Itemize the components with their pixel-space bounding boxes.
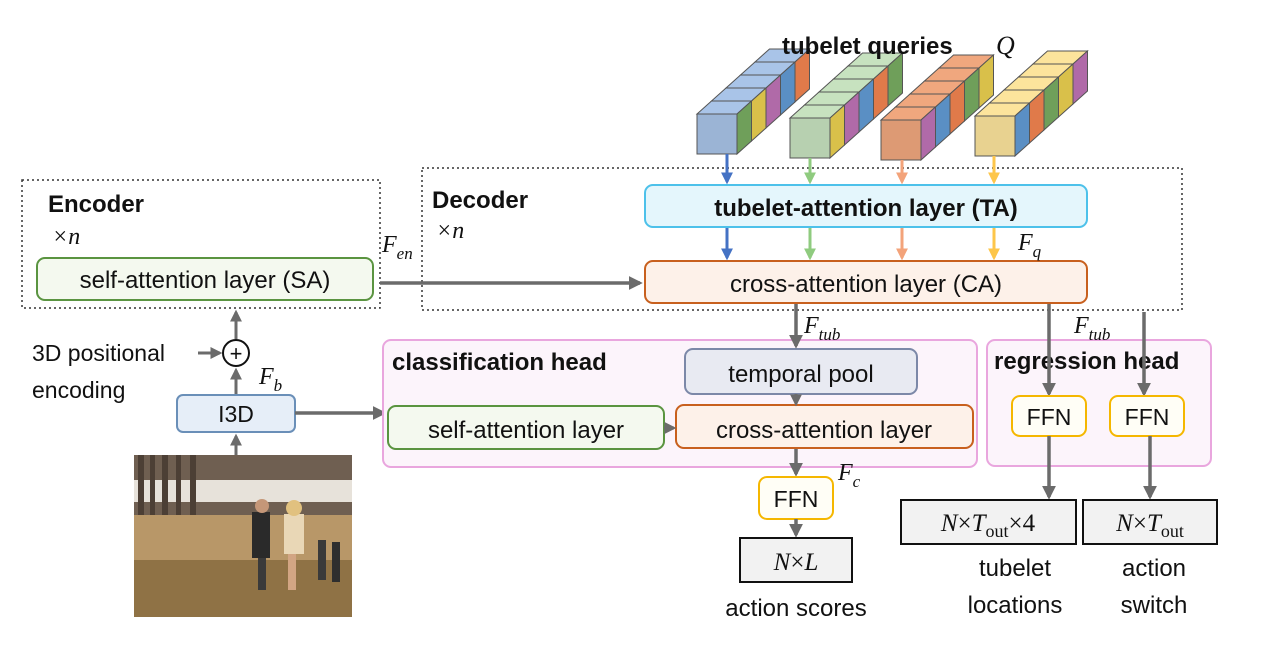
cls-output-box xyxy=(739,537,853,583)
decoder-title: Decoder xyxy=(432,187,528,214)
tubelet-query-stacks xyxy=(695,47,1089,162)
tubelet-locations-line2: locations xyxy=(968,592,1063,619)
classification-head-title: classification head xyxy=(392,349,607,376)
ta-layer-box xyxy=(644,184,1088,228)
pos-encoding-line2: encoding xyxy=(32,377,125,403)
query-cube-front xyxy=(789,117,831,159)
reg-ffn1-label: FFN xyxy=(1027,404,1072,430)
cls-ca-label: cross-attention layer xyxy=(716,417,932,444)
cls-sa-label: self-attention layer xyxy=(428,417,624,444)
action-scores-label: action scores xyxy=(725,595,866,622)
encoder-title: Encoder xyxy=(48,191,144,218)
ca-layer-label: cross-attention layer (CA) xyxy=(730,271,1002,298)
ta-layer-label: tubelet-attention layer (TA) xyxy=(714,195,1018,222)
cls-output-label: N×L xyxy=(773,549,819,576)
action-switch-line1: action xyxy=(1122,555,1186,582)
fc-label: Fc xyxy=(837,460,861,491)
cls-ffn-label: FFN xyxy=(774,486,819,512)
ca-layer-box xyxy=(644,260,1088,304)
tubelet-locations-line1: tubelet xyxy=(979,555,1051,582)
fq-label: Fq xyxy=(1017,230,1042,261)
ftub-label-cls: Ftub xyxy=(803,313,840,344)
plus-symbol: + xyxy=(230,341,243,366)
ftub-label-reg: Ftub xyxy=(1073,313,1110,344)
action-switch-line2: switch xyxy=(1121,592,1188,619)
temporal-pool-box xyxy=(684,348,918,395)
fb-label: Fb xyxy=(258,364,282,395)
queries-symbol: Q xyxy=(996,31,1015,60)
encoder-sa-box xyxy=(36,257,374,301)
decoder-repeat: ×n xyxy=(436,218,464,244)
reg-output2-label: N×Tout xyxy=(1115,510,1184,541)
reg-ffn2-label: FFN xyxy=(1125,404,1170,430)
reg-output1-box xyxy=(900,499,1077,545)
reg-ffn2-box xyxy=(1109,395,1185,437)
i3d-label: I3D xyxy=(218,401,254,427)
plus-circle xyxy=(222,339,250,367)
queries-title: tubelet queries xyxy=(782,33,953,60)
query-cube-front xyxy=(880,119,922,161)
temporal-pool-label: temporal pool xyxy=(728,361,873,388)
video-frames xyxy=(134,455,352,617)
reg-output1-label: N×Tout×4 xyxy=(940,510,1036,541)
reg-output2-box xyxy=(1082,499,1218,545)
pos-encoding-line1: 3D positional xyxy=(32,340,165,366)
encoder-repeat: ×n xyxy=(52,224,80,250)
regression-head-title: regression head xyxy=(994,348,1179,375)
query-cube-front xyxy=(696,113,738,155)
query-cube-front xyxy=(974,115,1016,157)
fen-label: Fen xyxy=(381,232,413,263)
encoder-sa-label: self-attention layer (SA) xyxy=(80,267,331,294)
